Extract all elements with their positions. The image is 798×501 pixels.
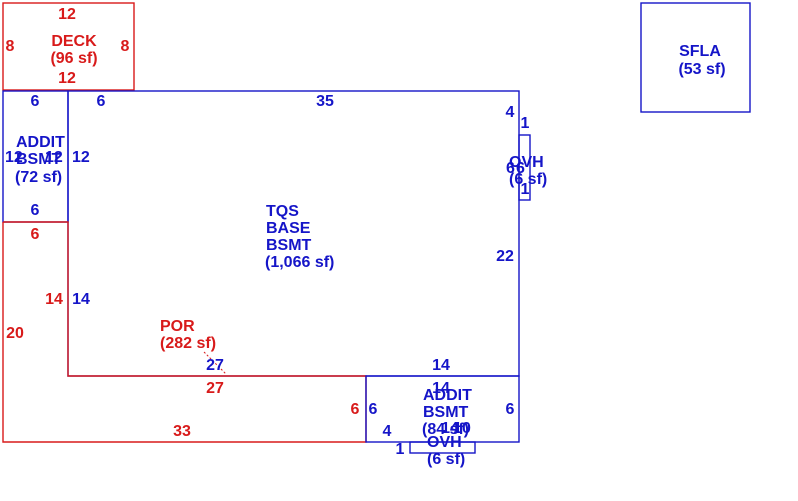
dim-tqs-top-left: 6 <box>97 93 106 110</box>
dim-deck-right: 8 <box>121 38 130 55</box>
dim-tqs-bottom-right: 14 <box>432 357 450 374</box>
dim-addit-bottom-top: 14 <box>432 380 450 397</box>
dim-deck-bottom: 12 <box>58 70 76 87</box>
dim-por-right: 6 <box>351 401 360 418</box>
dim-tqs-left-lower: 14 <box>72 291 90 308</box>
sfla-size: (53 sf) <box>678 61 725 78</box>
dim-por-left: 20 <box>6 325 24 342</box>
addit-bsmt-bottom-size: (84 sf) <box>422 421 469 438</box>
ovh-bottom-size: (6 sf) <box>427 451 465 468</box>
por-name: POR <box>160 318 195 335</box>
tqs-line3: BSMT <box>266 237 312 254</box>
dim-addit-bottom-right: 6 <box>506 401 515 418</box>
dim-deck-top: 12 <box>58 6 76 23</box>
addit-bsmt-left-size: (72 sf) <box>15 169 62 186</box>
dim-addit-left-bottom: 6 <box>31 202 40 219</box>
dim-addit-left-side-b: 12 <box>45 149 63 166</box>
dim-addit-left-top: 6 <box>31 93 40 110</box>
dim-tqs-bottom-left: 27 <box>206 357 224 374</box>
ovh-right-name: OVH <box>509 154 544 171</box>
dim-por-bottom: 33 <box>173 423 191 440</box>
dim-por-inner-left: 14 <box>45 291 63 308</box>
dim-ovh-bottom-side: 1 <box>396 441 405 458</box>
ovh-bottom-outline <box>409 441 476 454</box>
addit-bsmt-bottom-line2: BSMT <box>423 404 469 421</box>
dim-tqs-left: 12 <box>72 149 90 166</box>
ovh-bottom-name: OVH <box>427 434 462 451</box>
ovh-right-size: (6 sf) <box>509 171 547 188</box>
addit-bsmt-bottom-line1: ADDIT <box>423 387 472 404</box>
dim-ovh-bottom-left: 4 <box>383 423 392 440</box>
dim-ovh-right-side-a: 6 <box>506 160 515 177</box>
deck-size: (96 sf) <box>50 50 97 67</box>
dim-tqs-top: 35 <box>316 93 334 110</box>
dim-deck-left: 8 <box>6 38 15 55</box>
dim-ovh-right-bottom: 1 <box>521 181 530 198</box>
deck-name: DECK <box>51 33 97 50</box>
dim-tqs-right-top: 4 <box>506 104 515 121</box>
dim-addit-bottom-left: 6 <box>369 401 378 418</box>
dim-ovh-right-side-b: 6 <box>516 160 525 177</box>
tqs-line2: BASE <box>266 220 311 237</box>
dim-por-top: 6 <box>31 226 40 243</box>
dim-ovh-right-top: 1 <box>521 115 530 132</box>
tqs-size: (1,066 sf) <box>265 254 334 271</box>
por-leader-line <box>203 351 227 375</box>
por-size: (282 sf) <box>160 335 216 352</box>
addit-bsmt-left-line2: BSMT <box>16 151 62 168</box>
ovh-right-outline <box>518 134 531 201</box>
dim-addit-bottom-bottom: 14 <box>441 420 459 437</box>
sfla-outline <box>640 2 751 113</box>
dim-ovh-bottom-top: 10 <box>453 420 471 437</box>
dim-tqs-right: 22 <box>496 248 514 265</box>
deck-outline <box>2 2 135 91</box>
dim-addit-left-side-a: 12 <box>5 149 23 166</box>
addit-bsmt-left-line1: ADDIT <box>16 134 65 151</box>
tqs-line1: TQS <box>266 203 299 220</box>
dim-por-inner-bottom: 27 <box>206 380 224 397</box>
sfla-name: SFLA <box>679 43 721 60</box>
